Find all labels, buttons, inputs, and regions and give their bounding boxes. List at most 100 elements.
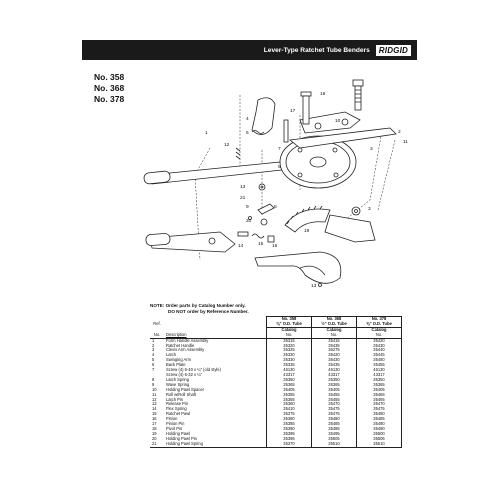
- model-number: No. 378: [94, 94, 125, 104]
- brand-logo: RIDGID: [375, 44, 411, 56]
- catalog-number: 35480: [311, 416, 357, 423]
- catalog-number: 35435: [311, 362, 357, 369]
- catalog-number: 35420: [356, 338, 402, 344]
- catalog-number: 35485: [356, 416, 402, 423]
- part-description: Swinging Arm: [166, 357, 192, 363]
- ref-number: 4: [152, 352, 155, 358]
- column-size: ½" O.D. Tube: [311, 321, 357, 328]
- header-bar: Lever-Type Ratchet Tube Benders RIDGID: [82, 40, 417, 60]
- catalog-number: 35490: [356, 421, 402, 427]
- ref-number: 9: [152, 381, 155, 387]
- catalog-number: 35455: [356, 362, 402, 369]
- callout-label: 17: [290, 108, 296, 114]
- part-description: Holding Pawl Spacer: [166, 386, 205, 392]
- catalog-number: 35475: [311, 411, 357, 418]
- part-description: Release Pin: [166, 401, 189, 407]
- catalog-number: 46130: [356, 367, 402, 373]
- ref-number: 11: [152, 391, 157, 397]
- catalog-number: 35410: [266, 406, 312, 413]
- callout-label: 14: [238, 243, 244, 249]
- ref-number: 7: [152, 367, 155, 373]
- callout-label: 13: [240, 184, 246, 190]
- ref-number: 17: [152, 421, 157, 427]
- catalog-number: 35505: [311, 436, 357, 442]
- catalog-number: 35355: [266, 392, 312, 398]
- catalog-number: 35350: [356, 377, 402, 383]
- column-size: ⅜" O.D. Tube: [266, 321, 312, 328]
- ref-number: 20: [152, 435, 157, 441]
- catalog-number: 35430: [311, 357, 357, 364]
- callout-labels: 18 1 17 4 6 2 12 11 3 10 3 7 9 5 21 19 2…: [205, 91, 408, 289]
- catalog-number: 35495: [311, 431, 357, 437]
- ref-number: 13: [152, 401, 157, 407]
- part-description: Pivot Pin: [166, 425, 183, 431]
- ref-number: 6: [152, 362, 155, 368]
- ref-number: 8: [152, 376, 155, 382]
- exploded-parts-diagram: 18 1 17 4 6 2 12 11 3 10 3 7 9 5 21 19 2…: [143, 79, 408, 289]
- catalog-number: 35435: [311, 343, 357, 349]
- callout-label: 3: [370, 146, 373, 152]
- catalog-number: 43317: [266, 372, 312, 378]
- description-header: Description: [164, 332, 267, 339]
- catalog-number: 43317: [311, 372, 357, 378]
- callout-label: 10: [335, 118, 341, 124]
- callout-label: 9: [246, 204, 249, 210]
- catalog-number: 35465: [356, 397, 402, 403]
- catalog-number: 35375: [266, 411, 312, 418]
- catalog-number: 46130: [311, 367, 357, 373]
- part-description: Flex Spring: [166, 406, 187, 412]
- catalog-number: 35365: [266, 382, 312, 388]
- catalog-number: 35330: [266, 357, 312, 364]
- callout-label: 20: [246, 218, 252, 224]
- catalog-number: 35385: [266, 421, 312, 427]
- callout-label: 4: [246, 116, 249, 122]
- catalog-number: 35365: [356, 382, 402, 388]
- ref-number: 14: [152, 406, 157, 412]
- part-description: Holding Pawl Spring: [164, 441, 267, 448]
- catalog-number: 35395: [266, 436, 312, 442]
- catalog-number: 35320: [266, 343, 312, 349]
- column-model: No. 368: [311, 315, 357, 322]
- part-description: Form Handle Assembly: [166, 337, 209, 343]
- ref-number: 2: [152, 342, 155, 348]
- ref-number: 19: [152, 430, 157, 436]
- catalog-header: Catalog: [356, 326, 402, 333]
- part-description: Ratchet Pawl: [166, 411, 191, 417]
- callout-label: 1: [205, 130, 208, 136]
- callout-label: 8: [274, 204, 277, 210]
- callout-label: 12: [224, 142, 230, 148]
- catalog-number: 35370: [266, 441, 312, 448]
- catalog-header: Catalog: [266, 326, 312, 333]
- column-model: No. 358: [266, 315, 312, 322]
- catalog-number: 35390: [266, 426, 312, 432]
- catalog-number: 35350: [311, 377, 357, 383]
- callout-label: 2: [398, 129, 401, 135]
- catalog-number: 35475: [356, 406, 402, 413]
- callout-label: 7: [278, 146, 281, 152]
- ref-number: 15: [152, 411, 157, 417]
- callout-label: 6: [246, 130, 249, 136]
- catalog-number: 35315: [266, 338, 312, 344]
- catalog-number: 35475: [311, 406, 357, 413]
- callout-label: 18: [320, 91, 326, 97]
- callout-label: 16: [272, 243, 278, 249]
- part-description: Back Plate: [166, 362, 186, 368]
- catalog-number: 35415: [311, 338, 357, 344]
- catalog-number: 35335: [266, 362, 312, 369]
